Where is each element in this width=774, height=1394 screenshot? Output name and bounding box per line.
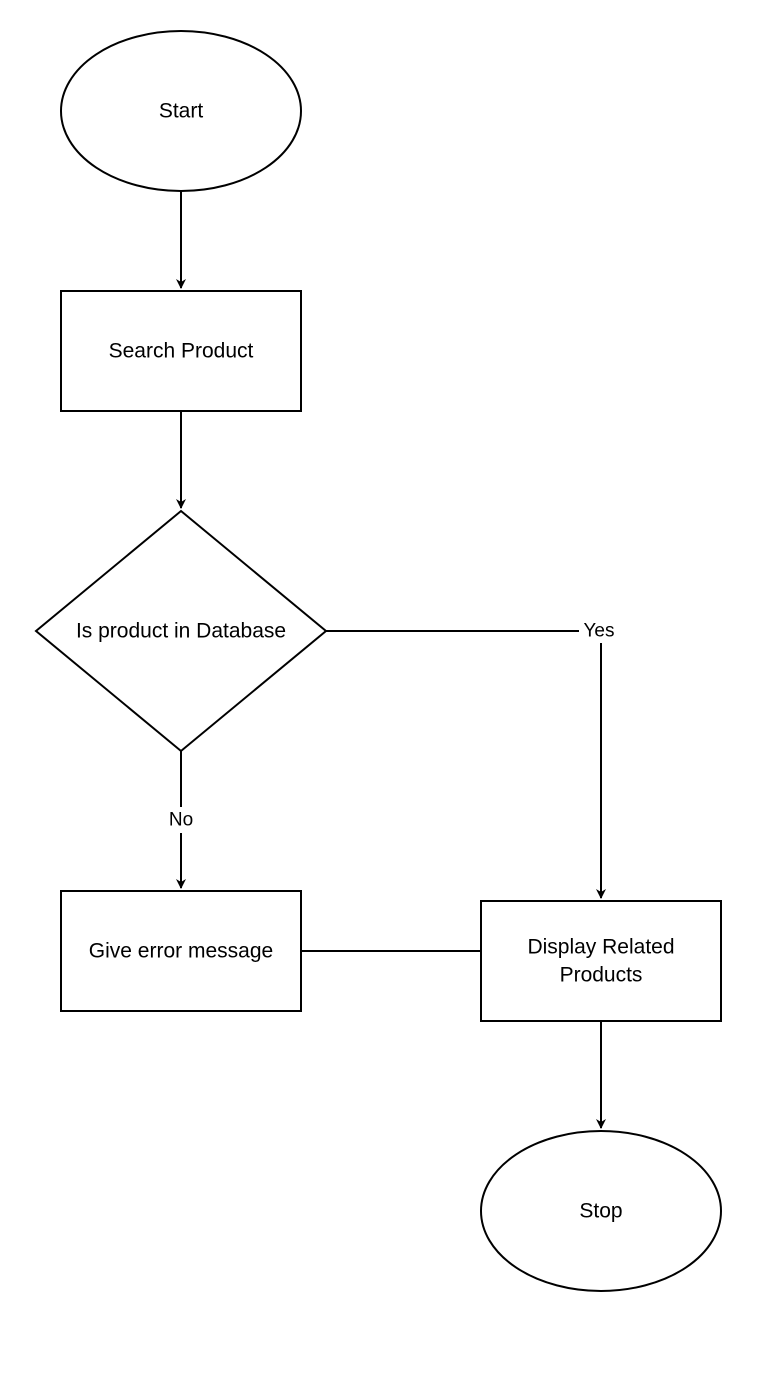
decision-node-label: Is product in Database <box>76 620 286 643</box>
start-node: Start <box>60 30 302 192</box>
search-product-node-shape <box>60 290 302 412</box>
decision-node: Is product in Database <box>34 509 328 753</box>
edge-decision-to-display-yes <box>326 630 606 899</box>
search-product-node-label: Search Product <box>109 340 254 363</box>
display-related-products-node-shape <box>480 900 722 1022</box>
search-product-node: Search Product <box>60 290 302 412</box>
stop-node-label: Stop <box>579 1200 622 1223</box>
yes-edge-label: Yes <box>584 621 615 642</box>
error-message-node-label: Give error message <box>89 940 273 963</box>
display-related-products-node: Display Related Products <box>480 900 722 1022</box>
display-related-products-label-line1: Display Related <box>527 936 674 959</box>
stop-node-shape <box>480 1130 722 1292</box>
error-message-node-shape <box>60 890 302 1012</box>
display-related-products-label-line2: Products <box>560 964 643 987</box>
error-message-node: Give error message <box>60 890 302 1012</box>
no-edge-label: No <box>169 810 193 831</box>
stop-node: Stop <box>480 1130 722 1292</box>
no-label-background <box>163 807 199 833</box>
start-node-label: Start <box>159 100 204 123</box>
start-node-shape <box>60 30 302 192</box>
decision-node-shape <box>34 509 328 753</box>
yes-label-background <box>579 619 621 643</box>
